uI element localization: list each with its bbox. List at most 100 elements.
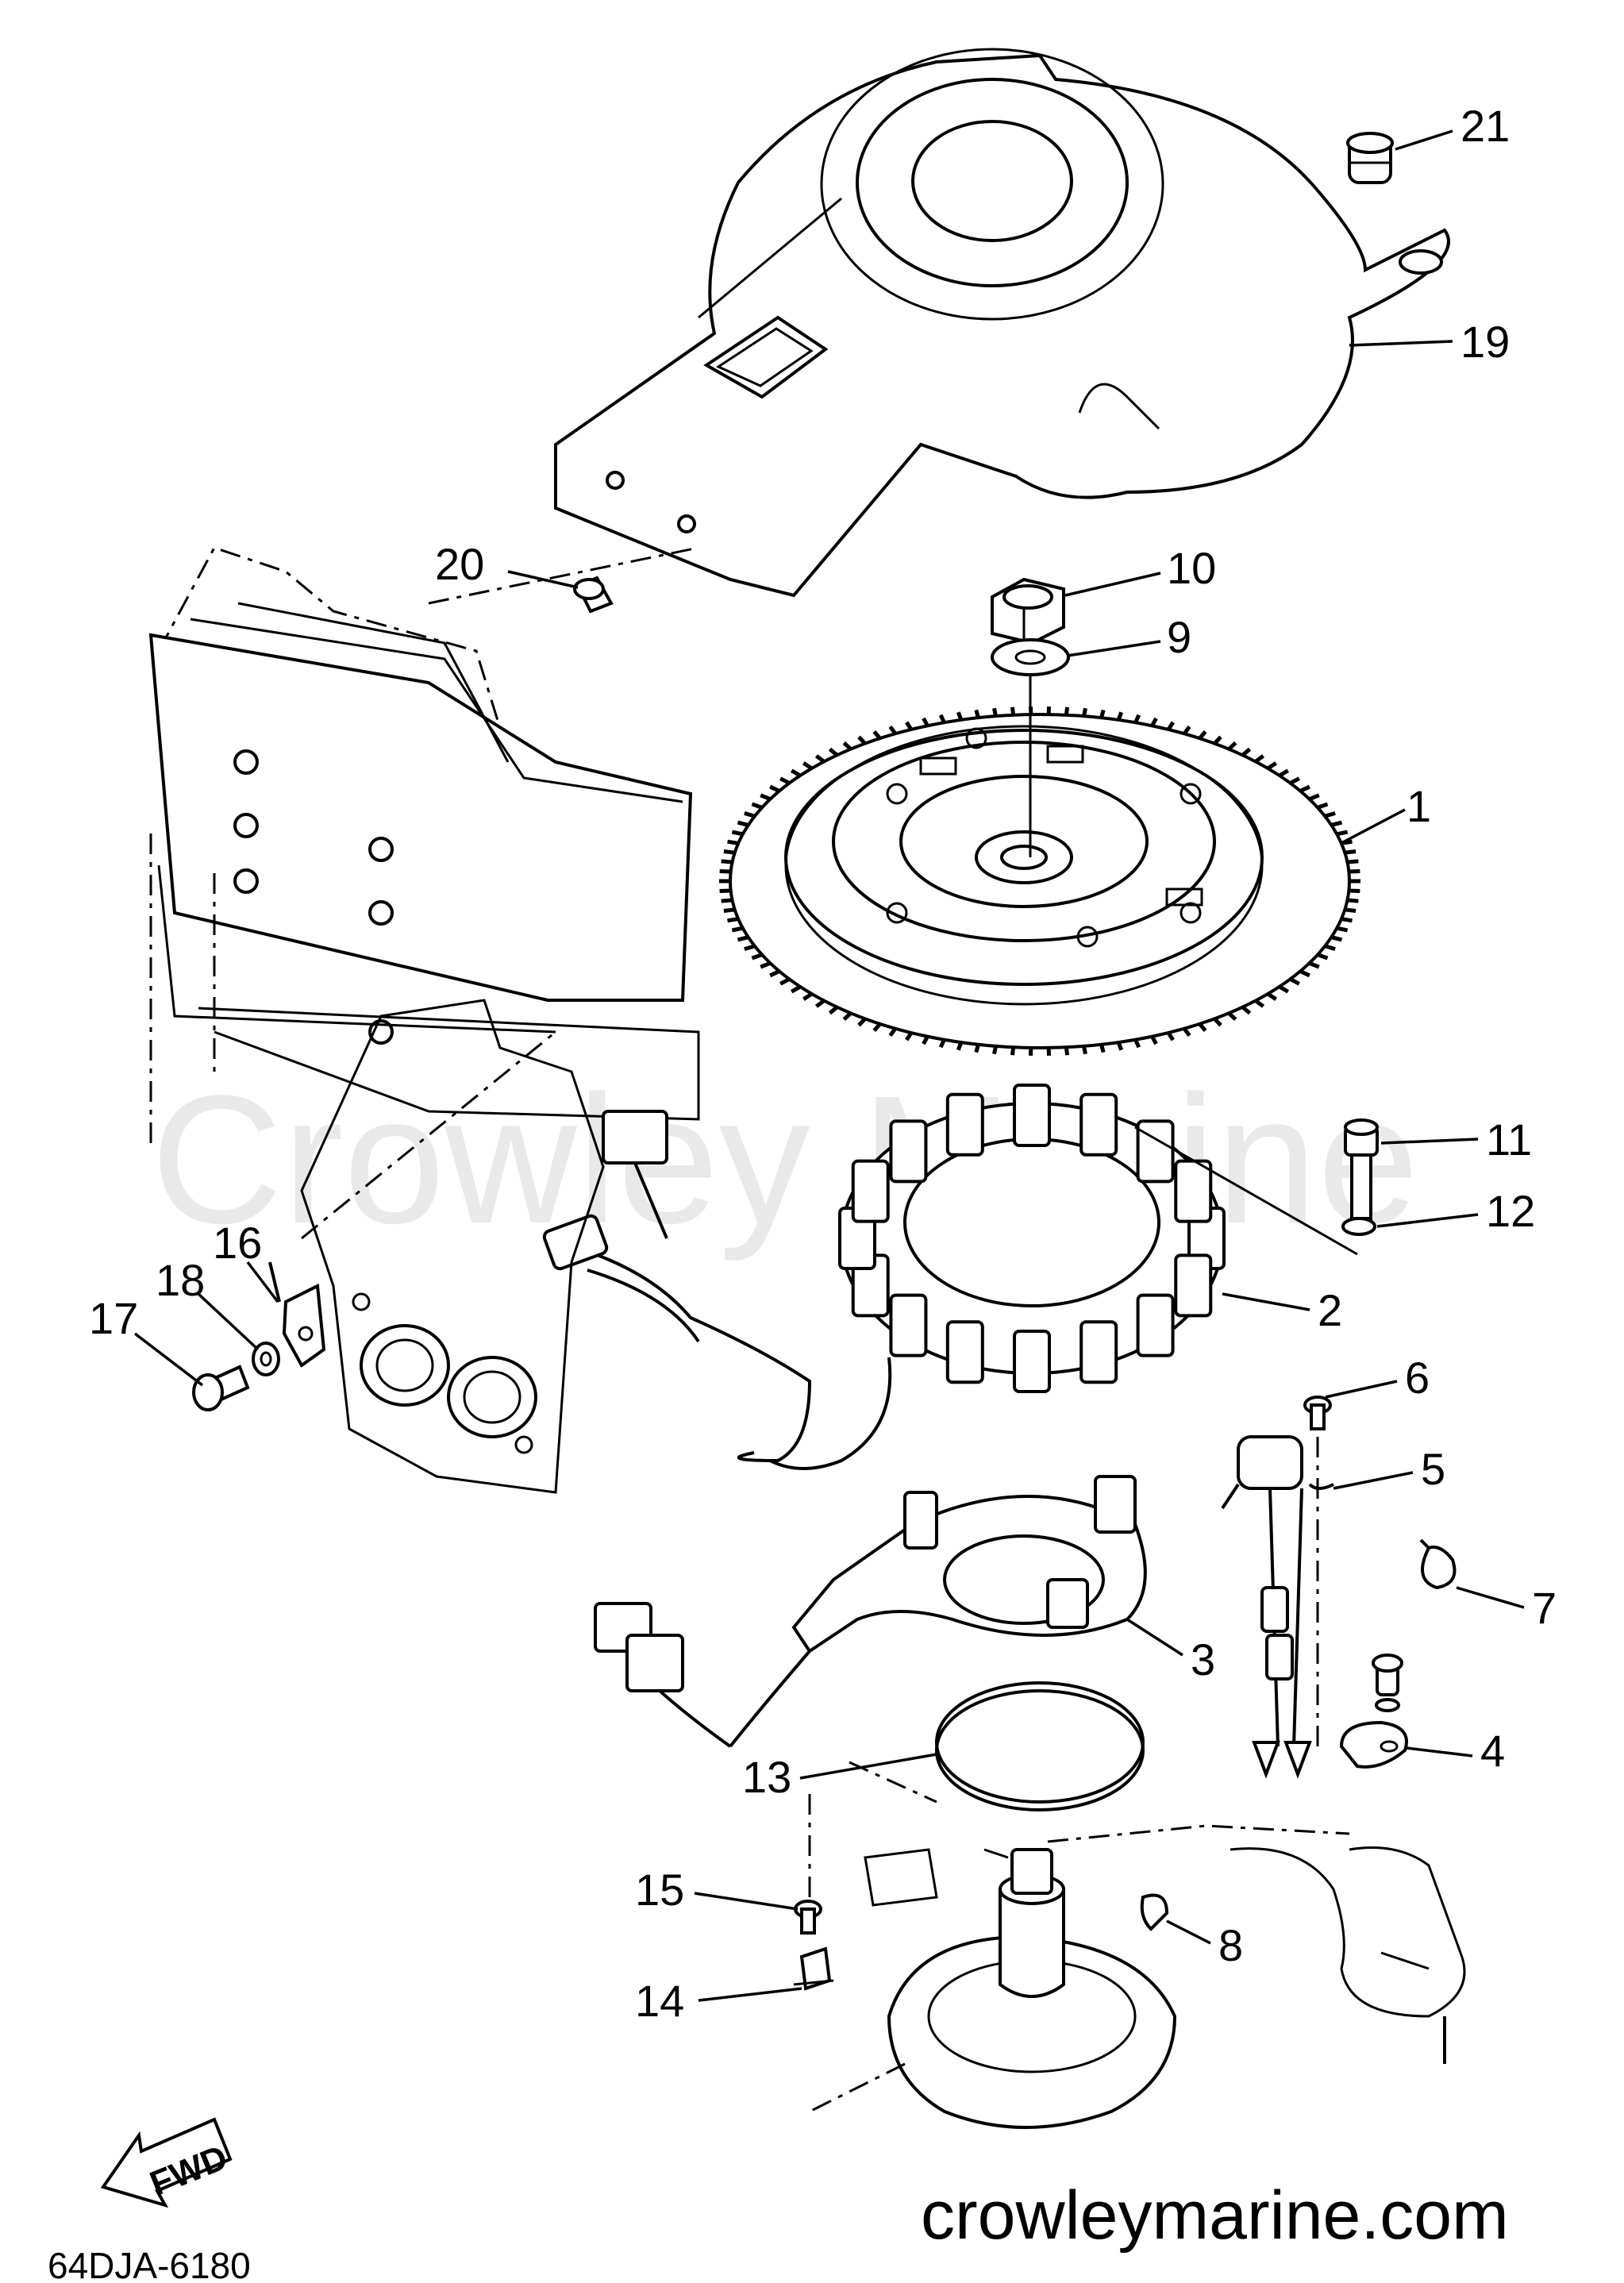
- screw-part-6[interactable]: [1303, 1396, 1332, 1430]
- gear-tooth: [1344, 849, 1357, 855]
- gear-tooth: [905, 1031, 914, 1041]
- grommet-part-21[interactable]: [1346, 132, 1394, 184]
- callout-16: 16: [213, 1218, 262, 1268]
- fwd-arrow-icon: FWD: [100, 2117, 233, 2208]
- gear-tooth: [888, 1027, 898, 1038]
- gear-tooth: [1064, 706, 1070, 716]
- gear-tooth: [769, 969, 780, 978]
- gear-tooth: [857, 735, 867, 745]
- gear-tooth: [1278, 768, 1290, 778]
- gear-tooth: [1289, 977, 1300, 986]
- callout-4: 4: [1480, 1726, 1505, 1776]
- gear-tooth: [1254, 754, 1265, 764]
- gear-tooth: [1254, 999, 1265, 1008]
- gear-tooth: [731, 926, 744, 933]
- callout-3: 3: [1191, 1634, 1215, 1684]
- watermark-text: Crowley Marine: [151, 1057, 1419, 1261]
- gear-tooth: [1347, 898, 1359, 903]
- gear-tooth: [737, 935, 749, 942]
- gear-tooth: [1064, 1046, 1070, 1056]
- screw-part-15[interactable]: [794, 1900, 822, 1935]
- stator-pole: [1136, 1293, 1175, 1357]
- gear-tooth: [721, 898, 733, 903]
- stator-pole: [1079, 1320, 1118, 1384]
- gear-tooth: [1317, 953, 1329, 961]
- gear-tooth: [1116, 711, 1124, 721]
- gear-tooth: [1308, 793, 1320, 802]
- callout-6: 6: [1405, 1353, 1430, 1403]
- stator-pole: [851, 1159, 890, 1223]
- gear-tooth: [1082, 1045, 1087, 1055]
- callout-9: 9: [1167, 612, 1191, 662]
- gear-tooth: [1182, 725, 1191, 735]
- gear-tooth: [888, 725, 898, 735]
- stator-pole: [945, 1092, 984, 1157]
- gear-tooth: [1150, 1035, 1158, 1045]
- website-footer: crowleymarine.com: [921, 2177, 1509, 2254]
- coil-part-5[interactable]: [1221, 1435, 1334, 1779]
- bolt-part-11[interactable]: [1344, 1118, 1379, 1220]
- gear-tooth: [1010, 706, 1016, 716]
- gear-tooth: [905, 721, 914, 731]
- stator-pole: [1136, 1119, 1175, 1184]
- bracket-part-14[interactable]: [793, 1946, 834, 1991]
- screw-part-17[interactable]: [192, 1365, 250, 1411]
- gear-tooth: [956, 1041, 964, 1051]
- gear-tooth: [1213, 1017, 1222, 1027]
- stator-pole: [945, 1320, 984, 1384]
- callout-11: 11: [1486, 1115, 1532, 1165]
- gear-tooth: [1336, 830, 1349, 837]
- gear-tooth: [723, 907, 736, 913]
- gear-tooth: [992, 707, 998, 717]
- gear-tooth: [1241, 1005, 1252, 1015]
- gear-tooth: [938, 1038, 946, 1049]
- gear-tooth: [760, 961, 772, 969]
- gear-tooth: [1198, 730, 1207, 740]
- gear-tooth: [727, 839, 739, 845]
- flywheel-part-1[interactable]: [719, 706, 1360, 1057]
- washer-part-9[interactable]: [991, 638, 1070, 676]
- gear-tooth: [938, 714, 946, 724]
- clamp-part-4[interactable]: [1339, 1654, 1408, 1769]
- gear-tooth: [992, 1045, 998, 1055]
- callout-21: 21: [1460, 101, 1510, 151]
- ring-part-13[interactable]: [935, 1681, 1145, 1811]
- gear-tooth: [1341, 917, 1353, 923]
- gear-tooth: [1299, 784, 1310, 793]
- gear-tooth: [751, 802, 763, 810]
- gear-tooth: [1330, 935, 1343, 942]
- gear-tooth: [1289, 776, 1300, 785]
- gear-tooth: [719, 868, 731, 874]
- stator-part-2[interactable]: [769, 1084, 1226, 1470]
- stator-pole: [1079, 1092, 1118, 1157]
- pulser-coil-part-3[interactable]: [594, 1475, 1147, 1748]
- bolt-part-20[interactable]: [573, 576, 614, 614]
- stator-pole: [1013, 1330, 1051, 1393]
- flywheel-cover-part-19[interactable]: [554, 48, 1450, 598]
- gear-tooth: [872, 730, 882, 740]
- gear-tooth: [1336, 926, 1349, 933]
- gear-tooth: [1198, 1022, 1207, 1033]
- gear-tooth: [1010, 1046, 1016, 1056]
- gear-tooth: [744, 944, 756, 952]
- gear-tooth: [1349, 868, 1360, 874]
- gear-tooth: [737, 820, 749, 827]
- gear-tooth: [723, 849, 736, 855]
- callout-1: 1: [1407, 781, 1431, 831]
- nut-part-10[interactable]: [991, 577, 1065, 645]
- washer-part-12[interactable]: [1341, 1217, 1376, 1236]
- gear-tooth: [731, 830, 744, 837]
- bracket-part-16[interactable]: [268, 1261, 326, 1368]
- gear-tooth: [721, 859, 733, 864]
- gear-tooth: [744, 810, 756, 818]
- gear-tooth: [922, 1035, 929, 1045]
- gear-tooth: [769, 784, 780, 793]
- gear-tooth: [1166, 1031, 1175, 1041]
- key-part-8[interactable]: [1140, 1893, 1169, 1931]
- gear-tooth: [828, 1005, 839, 1015]
- callout-15: 15: [635, 1865, 684, 1915]
- gear-tooth: [1266, 761, 1278, 771]
- gear-tooth: [1278, 984, 1290, 994]
- clip-part-7[interactable]: [1419, 1538, 1457, 1590]
- washer-part-18[interactable]: [252, 1342, 280, 1376]
